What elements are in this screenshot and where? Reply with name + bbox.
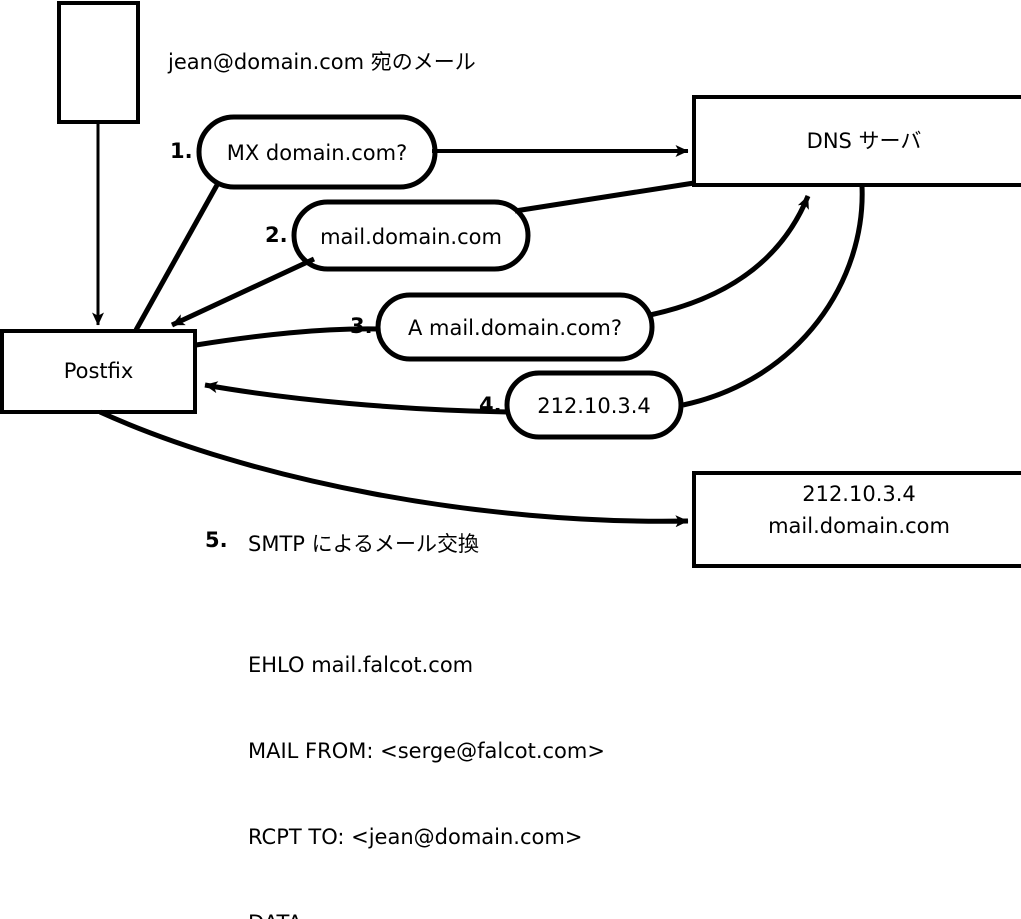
connector-step4-to-postfix bbox=[204, 381, 509, 415]
step-3-bubble bbox=[375, 292, 655, 362]
mail-destination-caption: jean@domain.com 宛のメール bbox=[168, 50, 476, 74]
step-5-number: 5. bbox=[205, 528, 228, 552]
connector-dns-to-step2 bbox=[514, 180, 695, 214]
step-4-number: 4. bbox=[479, 393, 502, 417]
remote-mailserver-box bbox=[692, 471, 1021, 568]
smtp-line: DATA bbox=[248, 909, 605, 919]
step-2-number: 2. bbox=[265, 223, 288, 247]
connector-postfix-to-step1 bbox=[133, 183, 220, 332]
connector-step2-to-postfix bbox=[170, 256, 316, 328]
step-4-bubble bbox=[504, 370, 684, 440]
step-3-number: 3. bbox=[350, 314, 373, 338]
connector-dns-to-step4 bbox=[682, 185, 865, 408]
connector-step3-to-dns bbox=[649, 195, 811, 318]
connector-postfix-to-remote bbox=[98, 409, 689, 528]
smtp-transcript: EHLO mail.falcot.com MAIL FROM: <serge@f… bbox=[248, 594, 605, 919]
dns-server-box bbox=[692, 95, 1021, 187]
connector-postfix-to-step3 bbox=[195, 326, 380, 348]
smtp-line: MAIL FROM: <serge@falcot.com> bbox=[248, 738, 605, 763]
smtp-line: EHLO mail.falcot.com bbox=[248, 653, 474, 678]
step-1-bubble bbox=[196, 114, 438, 190]
step-5-label: SMTP によるメール交換 bbox=[248, 532, 479, 556]
step-2-bubble bbox=[291, 199, 531, 272]
mua-box bbox=[57, 1, 140, 124]
smtp-line: RCPT TO: <jean@domain.com> bbox=[248, 824, 583, 849]
postfix-box bbox=[0, 329, 197, 414]
step-1-number: 1. bbox=[170, 139, 193, 163]
